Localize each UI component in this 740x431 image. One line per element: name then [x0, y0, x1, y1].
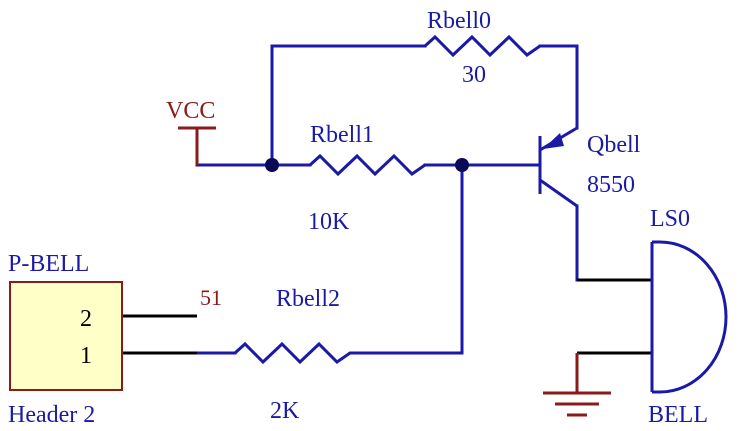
ls0-ref: LS0 [650, 206, 690, 232]
header-ref: P-BELL [8, 251, 89, 277]
header-body [9, 281, 123, 391]
rbell1-ref: Rbell1 [310, 122, 374, 148]
transistor-emitter-arrow [543, 133, 564, 149]
ls0-value: BELL [648, 402, 708, 428]
rbell2-value: 2K [270, 398, 300, 424]
header-pin2-number: 2 [80, 306, 92, 332]
wires [195, 44, 579, 355]
rbell0-value: 30 [462, 62, 486, 88]
pin2-net-label: 51 [200, 285, 222, 310]
resistor-rbell2 [233, 341, 385, 365]
vcc-bar-symbol [178, 126, 216, 165]
qbell-ref: Qbell [587, 132, 641, 158]
ground-symbol [543, 353, 611, 417]
junction-left [265, 158, 279, 172]
resistor-rbell1 [308, 153, 426, 177]
rbell1-value: 10K [308, 209, 350, 235]
rbell2-ref: Rbell2 [276, 286, 340, 312]
speaker-ls0 [650, 240, 728, 394]
rbell0-ref: Rbell0 [427, 8, 491, 34]
vcc-label: VCC [166, 98, 215, 124]
qbell-value: 8550 [587, 172, 635, 198]
resistor-rbell0 [423, 34, 541, 58]
pin-stubs [122, 278, 652, 355]
junction-base [455, 158, 469, 172]
header-pin1-number: 1 [80, 343, 92, 369]
header-value: Header 2 [8, 402, 95, 428]
